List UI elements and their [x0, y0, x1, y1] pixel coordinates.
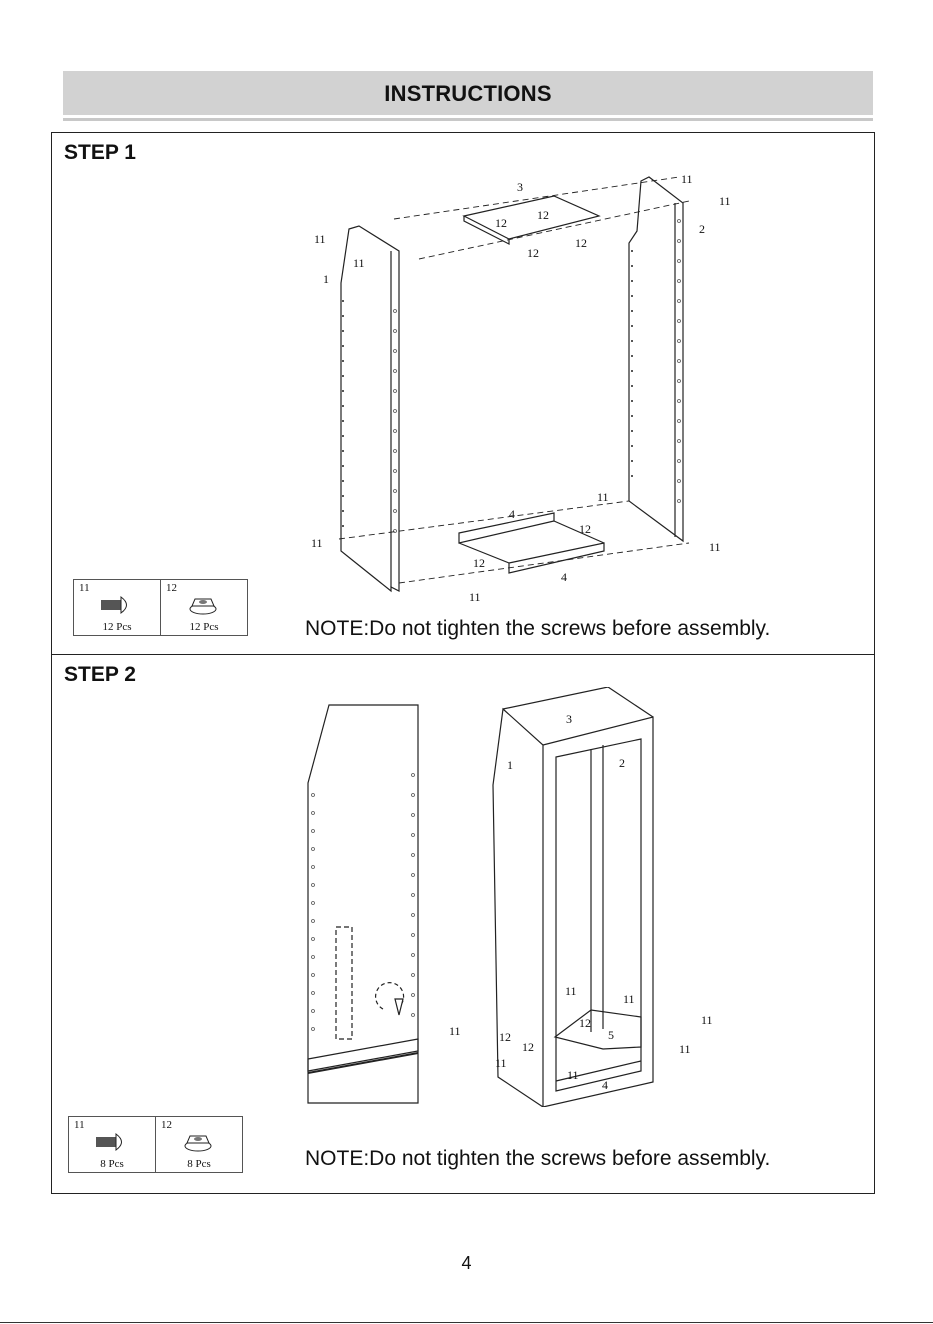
side-panel-flat: [308, 705, 418, 1103]
callout-screw: 11: [681, 172, 693, 186]
shelf-5: [555, 1010, 641, 1049]
callout-screw: 11: [623, 992, 635, 1006]
step-2-assembly-diagram: 3 1 2 5 4 11 11 11 11 11 11 11 12 12 12: [303, 687, 723, 1107]
step-2-section: STEP 2: [51, 655, 875, 1194]
left-side-panel: [341, 226, 399, 591]
bottom-rail-front: [509, 543, 604, 573]
part-number: 12: [166, 582, 177, 594]
callout-screw: 11: [565, 984, 577, 998]
part-quantity: 12 Pcs: [161, 621, 247, 633]
callout-bottom-rail: 4: [602, 1078, 608, 1092]
bottom-rail-back: [459, 513, 554, 543]
callout-screw: 11: [495, 1056, 507, 1070]
callout-screw: 11: [719, 194, 731, 208]
callout-right-panel: 2: [619, 756, 625, 770]
callout-nut: 12: [537, 208, 549, 222]
assembled-rack: [493, 709, 543, 1107]
callout-screw: 11: [701, 1013, 713, 1027]
callout-bottom-rail-back: 4: [509, 507, 515, 521]
callout-right-panel: 2: [699, 222, 705, 236]
part-number: 11: [74, 1119, 85, 1131]
callout-shelf: 5: [608, 1028, 614, 1042]
top-rail: [464, 196, 599, 239]
callout-top-rail: 3: [517, 180, 523, 194]
callout-nut: 12: [579, 522, 591, 536]
callout-screw: 11: [567, 1068, 579, 1082]
callout-screw: 11: [311, 536, 323, 550]
hardware-cell-screw: 11 8 Pcs: [69, 1117, 156, 1173]
callout-nut: 12: [575, 236, 587, 250]
callout-screw: 11: [469, 590, 481, 604]
step-2-note: NOTE:Do not tighten the screws before as…: [305, 1147, 770, 1171]
callout-screw: 11: [353, 256, 365, 270]
page-number: 4: [0, 1253, 933, 1274]
bracket-outline: [336, 927, 352, 1039]
step-1-assembly-diagram: 3 1 2 4 4 11 11 11 11 11 11 11 11 12 12 …: [299, 171, 739, 616]
callout-screw: 11: [709, 540, 721, 554]
callout-screw: 11: [597, 490, 609, 504]
callout-nut: 12: [522, 1040, 534, 1054]
nut-icon: [183, 594, 223, 616]
screw-icon: [91, 1131, 131, 1153]
callout-screw: 11: [679, 1042, 691, 1056]
callout-left-panel: 1: [507, 758, 513, 772]
hardware-cell-nut: 12 8 Pcs: [156, 1117, 243, 1173]
callout-nut: 12: [499, 1030, 511, 1044]
callout-screw: 11: [449, 1024, 461, 1038]
step-1-title: STEP 1: [64, 141, 136, 165]
hardware-cell-screw: 11 12 Pcs: [74, 580, 161, 636]
callout-nut: 12: [579, 1016, 591, 1030]
callout-screw: 11: [314, 232, 326, 246]
part-quantity: 12 Pcs: [74, 621, 160, 633]
step-1-section: STEP 1: [51, 132, 875, 655]
header-bar: INSTRUCTIONS: [63, 71, 873, 118]
step-2-title: STEP 2: [64, 663, 136, 687]
callout-nut: 12: [527, 246, 539, 260]
page-title: INSTRUCTIONS: [63, 81, 873, 107]
screw-icon: [96, 594, 136, 616]
nut-icon: [178, 1131, 218, 1153]
callout-top: 3: [566, 712, 572, 726]
step-1-note: NOTE:Do not tighten the screws before as…: [305, 617, 770, 641]
step-1-hardware-table: 11 12 Pcs 12 12 Pcs: [73, 579, 248, 636]
part-number: 11: [79, 582, 90, 594]
part-number: 12: [161, 1119, 172, 1131]
callout-left-panel: 1: [323, 272, 329, 286]
callout-nut: 12: [473, 556, 485, 570]
hardware-cell-nut: 12 12 Pcs: [161, 580, 248, 636]
part-quantity: 8 Pcs: [69, 1158, 155, 1170]
callout-bottom-rail-front: 4: [561, 570, 567, 584]
step-2-hardware-table: 11 8 Pcs 12 8 Pcs: [68, 1116, 243, 1173]
callout-nut: 12: [495, 216, 507, 230]
page-bottom-rule: [0, 1322, 933, 1323]
part-quantity: 8 Pcs: [156, 1158, 242, 1170]
